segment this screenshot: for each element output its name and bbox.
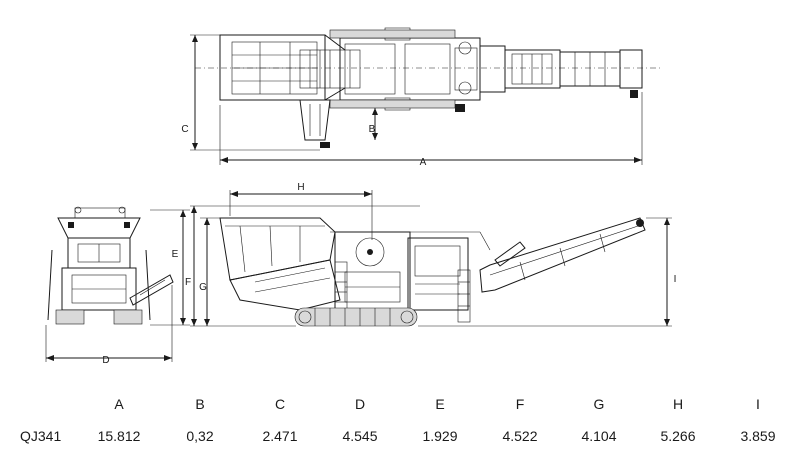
spec-value-g: 4.104 bbox=[581, 428, 617, 444]
model-name: QJ341 bbox=[20, 428, 62, 444]
spec-header-e: E bbox=[435, 396, 445, 412]
dim-label-c: C bbox=[181, 124, 188, 135]
dim-label-h: H bbox=[297, 182, 304, 193]
dim-label-i: I bbox=[674, 274, 677, 285]
spec-header-a: A bbox=[114, 396, 124, 412]
spec-header-f: F bbox=[515, 396, 525, 412]
spec-header-b: B bbox=[195, 396, 205, 412]
dim-label-a: A bbox=[420, 157, 427, 168]
dim-label-d: D bbox=[102, 355, 109, 366]
spec-value-row: QJ341 15.812 0,32 2.471 4.545 1.929 4.52… bbox=[0, 420, 800, 452]
spec-header-d: D bbox=[354, 396, 366, 412]
spec-value-c: 2.471 bbox=[262, 428, 298, 444]
dim-label-f: F bbox=[185, 277, 191, 288]
spec-header-c: C bbox=[274, 396, 286, 412]
top-view: A B C bbox=[181, 27, 660, 168]
spec-value-d: 4.545 bbox=[342, 428, 378, 444]
spec-header-row: A B C D E F G H I bbox=[0, 388, 800, 420]
spec-value-h: 5.266 bbox=[660, 428, 696, 444]
dim-label-e: E bbox=[172, 249, 179, 260]
spec-value-a: 15.812 bbox=[97, 428, 141, 444]
spec-value-i: 3.859 bbox=[740, 428, 776, 444]
technical-drawing: A B C bbox=[45, 27, 677, 366]
spec-value-f: 4.522 bbox=[502, 428, 538, 444]
spec-table: A B C D E F G H I QJ341 15.812 0,32 2.47… bbox=[0, 388, 800, 452]
spec-header-g: G bbox=[593, 396, 605, 412]
side-view: H F G I bbox=[185, 182, 677, 327]
spec-header-i: I bbox=[756, 396, 760, 412]
front-view: D E bbox=[45, 206, 190, 366]
spec-value-e: 1.929 bbox=[422, 428, 458, 444]
dim-label-b: B bbox=[369, 124, 376, 135]
dim-label-g: G bbox=[199, 282, 207, 293]
spec-value-b: 0,32 bbox=[186, 428, 214, 444]
spec-header-h: H bbox=[672, 396, 684, 412]
